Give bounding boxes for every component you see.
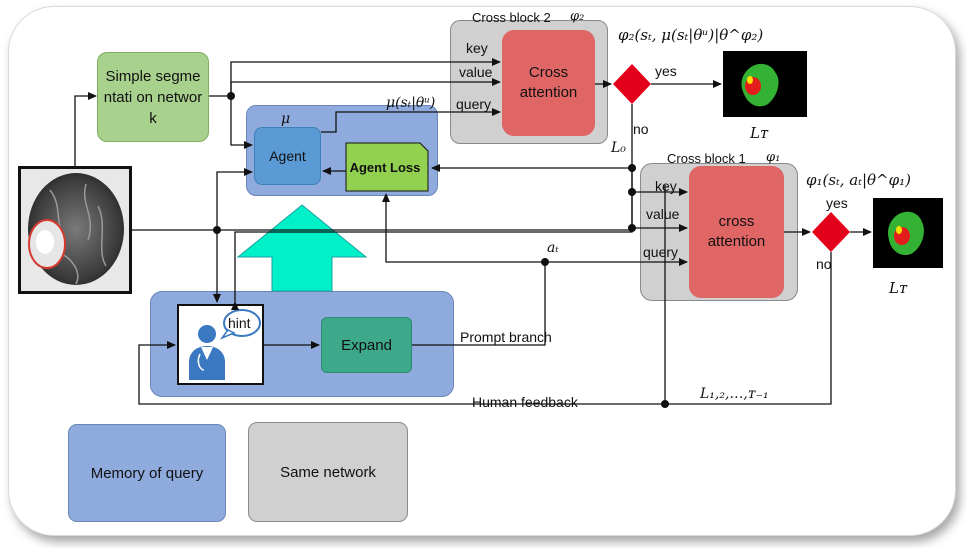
cross2-query-label: query	[456, 96, 492, 112]
mask-right-image	[888, 211, 924, 256]
cross-block-2-title: Cross block 2	[472, 10, 551, 25]
expand-box: Expand	[321, 317, 412, 373]
brain-mri-image	[21, 169, 129, 291]
no-right-label: no	[816, 256, 832, 272]
lt-top-label: Lᴛ	[750, 124, 769, 142]
cross2-value-label: value	[459, 64, 493, 80]
no-top-label: no	[633, 121, 649, 137]
cross-block-2-symbol: φ₂	[570, 9, 585, 24]
cross-attention-2-box: Cross attention	[502, 30, 595, 136]
decision-diamond-top	[613, 64, 651, 104]
cross2-key-label: key	[466, 40, 488, 56]
at-label: aₜ	[547, 240, 559, 256]
cross1-key-label: key	[655, 178, 677, 194]
hint-label: hint	[228, 315, 251, 331]
yes-right-label: yes	[826, 195, 848, 211]
cross-block-1-title: Cross block 1	[667, 151, 746, 166]
phi1-expression: φ₁(sₜ, aₜ|θ^φ₁)	[806, 171, 911, 189]
l-sequence-label: L₁,₂,…,ᴛ₋₁	[700, 386, 769, 402]
cross-attention-1-box: cross attention	[689, 166, 784, 298]
feedback-up-arrow	[236, 204, 368, 292]
doctor-icon	[189, 325, 225, 380]
legend-memory-of-query: Memory of query	[68, 424, 226, 522]
cross1-query-label: query	[643, 244, 679, 260]
arrow-paths	[74, 58, 872, 405]
agent-mu-label: μ	[281, 111, 291, 127]
phi2-expression: φ₂(sₜ, μ(sₜ|θᵘ)|θ^φ₂)	[618, 26, 764, 44]
agent-loss-label: Agent Loss	[349, 160, 421, 175]
agent-loss-box	[345, 142, 429, 192]
human-feedback-label: Human feedback	[472, 394, 578, 410]
cross1-value-label: value	[646, 206, 680, 222]
yes-top-label: yes	[655, 63, 677, 79]
junction-dots	[213, 92, 669, 408]
mask-top-image	[741, 63, 779, 107]
segmentation-network-box: Simple segmentati on network	[97, 52, 209, 142]
agent-box: Agent	[254, 127, 321, 185]
legend-same-network: Same network	[248, 422, 408, 522]
prompt-branch-label: Prompt branch	[460, 329, 552, 345]
cross-block-1-symbol: φ₁	[766, 150, 781, 165]
l0-label: L₀	[611, 140, 626, 156]
lt-right-label: Lᴛ	[889, 279, 908, 297]
decision-diamond-right	[812, 212, 850, 252]
mu-expression: μ(sₜ|θᵘ)	[386, 95, 436, 111]
hint-bubble-icon	[219, 309, 261, 340]
